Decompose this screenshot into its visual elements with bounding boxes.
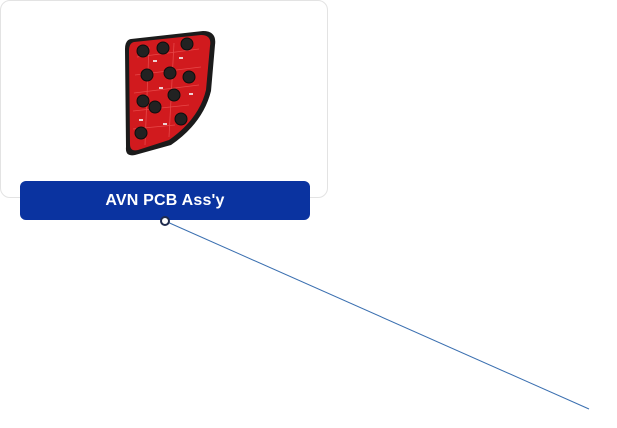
- product-card[interactable]: [0, 0, 328, 198]
- product-name: AVN PCB Ass'y: [105, 191, 225, 209]
- product-label[interactable]: AVN PCB Ass'y: [20, 181, 310, 220]
- pcb-board-icon: [125, 31, 216, 156]
